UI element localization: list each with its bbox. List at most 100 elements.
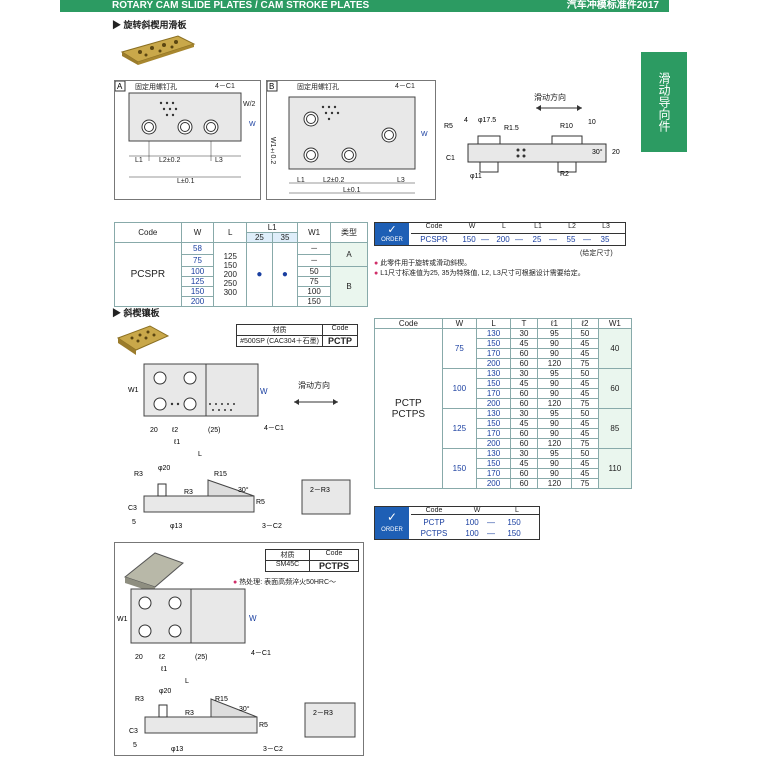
type-a-cell: A [329, 242, 369, 267]
order-example-1: ✓ORDER Code W L L1 L2 L3 PCSPR 150 — 200… [374, 222, 626, 246]
svg-text:C3: C3 [128, 505, 137, 512]
dim-w2-a: W/2 [243, 101, 256, 108]
t2-w: 125 [441, 408, 477, 449]
l1-35-dot: ● [271, 242, 299, 307]
mat-value-2: #500SP (CAC304＋石墨) [237, 336, 323, 346]
type-b-label: B [269, 82, 274, 91]
w-cell: 75 [180, 254, 215, 267]
dim-l-a: L±0.1 [177, 178, 195, 185]
svg-text:ℓ1: ℓ1 [173, 439, 180, 446]
svg-text:5: 5 [132, 519, 136, 526]
svg-text:φ20: φ20 [158, 465, 170, 472]
t2-h-l1: ℓ1 [536, 318, 573, 329]
w-cell: 125 [180, 276, 215, 287]
svg-text:4－C1: 4－C1 [264, 425, 284, 432]
w1-cell: － [297, 254, 331, 267]
dim-w1-b: W1±0.2 [269, 137, 276, 165]
svg-text:φ13: φ13 [171, 746, 183, 753]
hole-label-a: 固定用螺钉孔 [135, 84, 177, 91]
t2-h-w: W [441, 318, 477, 329]
svg-text:20: 20 [612, 149, 620, 156]
t2-w: 150 [441, 448, 477, 489]
svg-text:R3: R3 [184, 489, 193, 496]
chamfer-label-a: 4－C1 [215, 83, 235, 90]
svg-text:(25): (25) [195, 654, 207, 661]
header-catalog: 汽车冲模标准件2017 [566, 0, 659, 11]
dim-l-b: L±0.1 [343, 187, 361, 194]
svg-text:ℓ1: ℓ1 [160, 666, 167, 673]
w1-cell: － [297, 242, 331, 255]
svg-text:R10: R10 [560, 123, 573, 130]
svg-text:20: 20 [135, 654, 143, 661]
code-cell: PCSPR [114, 242, 182, 307]
t2-w: 75 [441, 328, 477, 369]
slide-direction-label-1: 滑动方向 [534, 93, 566, 102]
heat-treatment-note: ● 热处理: 表面高频淬火50HRC～ [233, 579, 337, 586]
svg-text:R3: R3 [134, 471, 143, 478]
svg-text:R5: R5 [256, 499, 265, 506]
t2-w1: 60 [597, 368, 633, 409]
svg-text:2－R3: 2－R3 [313, 710, 333, 717]
order1-l2: 55 [566, 235, 576, 244]
t2-w1: 40 [597, 328, 633, 369]
svg-text:L: L [198, 451, 202, 458]
order1-note: (给定尺寸) [580, 250, 613, 257]
order1-h-l1: L1 [534, 223, 542, 230]
svg-text:R3: R3 [185, 710, 194, 717]
svg-text:2－R3: 2－R3 [310, 487, 330, 494]
t2-w: 100 [441, 368, 477, 409]
product-photo-1 [120, 35, 196, 65]
hole-label-b: 固定用螺钉孔 [297, 84, 339, 91]
svg-text:C1: C1 [446, 155, 455, 162]
svg-text:R15: R15 [214, 471, 227, 478]
svg-text:ℓ2: ℓ2 [158, 654, 165, 661]
svg-text:φ17.5: φ17.5 [478, 117, 496, 124]
svg-text:(25): (25) [208, 427, 220, 434]
dim-w-a: W [249, 121, 256, 128]
w-cell: 100 [180, 266, 215, 277]
svg-text:30°: 30° [239, 705, 250, 713]
w1-cell: 50 [297, 266, 331, 277]
svg-text:φ20: φ20 [159, 688, 171, 695]
svg-text:3－C2: 3－C2 [262, 523, 282, 530]
svg-text:R5: R5 [259, 722, 268, 729]
svg-text:30°: 30° [238, 486, 249, 494]
order-icon-2: ✓ORDER [375, 507, 409, 539]
th-l: L [213, 222, 248, 243]
order1-l: 200 [496, 235, 510, 244]
t2-w1: 110 [597, 448, 633, 489]
th-l1: L1 [246, 222, 299, 233]
svg-text:C3: C3 [129, 728, 138, 735]
mat-label-2: 材质 [237, 325, 323, 335]
svg-text:W1: W1 [128, 387, 139, 394]
svg-text:R1.5: R1.5 [504, 125, 519, 132]
w-cell: 58 [180, 242, 215, 255]
th-w1: W1 [297, 222, 331, 243]
dim-w-b: W [421, 131, 428, 138]
svg-text:4: 4 [464, 117, 468, 124]
svg-text:3－C2: 3－C2 [263, 746, 283, 753]
order1-l3: 35 [600, 235, 610, 244]
type-a-label: A [117, 82, 123, 91]
t2-h-code: Code [374, 318, 443, 329]
order1-h-l: L [502, 223, 506, 230]
dim-l2-b: L2±0.2 [323, 177, 345, 184]
svg-text:W1: W1 [117, 616, 128, 623]
svg-text:φ11: φ11 [470, 173, 482, 180]
order1-w: 150 [462, 235, 476, 244]
slide-direction-label-2: 滑动方向 [298, 381, 330, 390]
chamfer-label-b: 4－C1 [395, 83, 415, 90]
svg-text:5: 5 [133, 742, 137, 749]
order1-h-l2: L2 [568, 223, 576, 230]
side-tab[interactable]: 滑动导向件 [641, 52, 687, 152]
svg-text:R15: R15 [215, 696, 228, 703]
order1-code: PCSPR [420, 235, 448, 244]
